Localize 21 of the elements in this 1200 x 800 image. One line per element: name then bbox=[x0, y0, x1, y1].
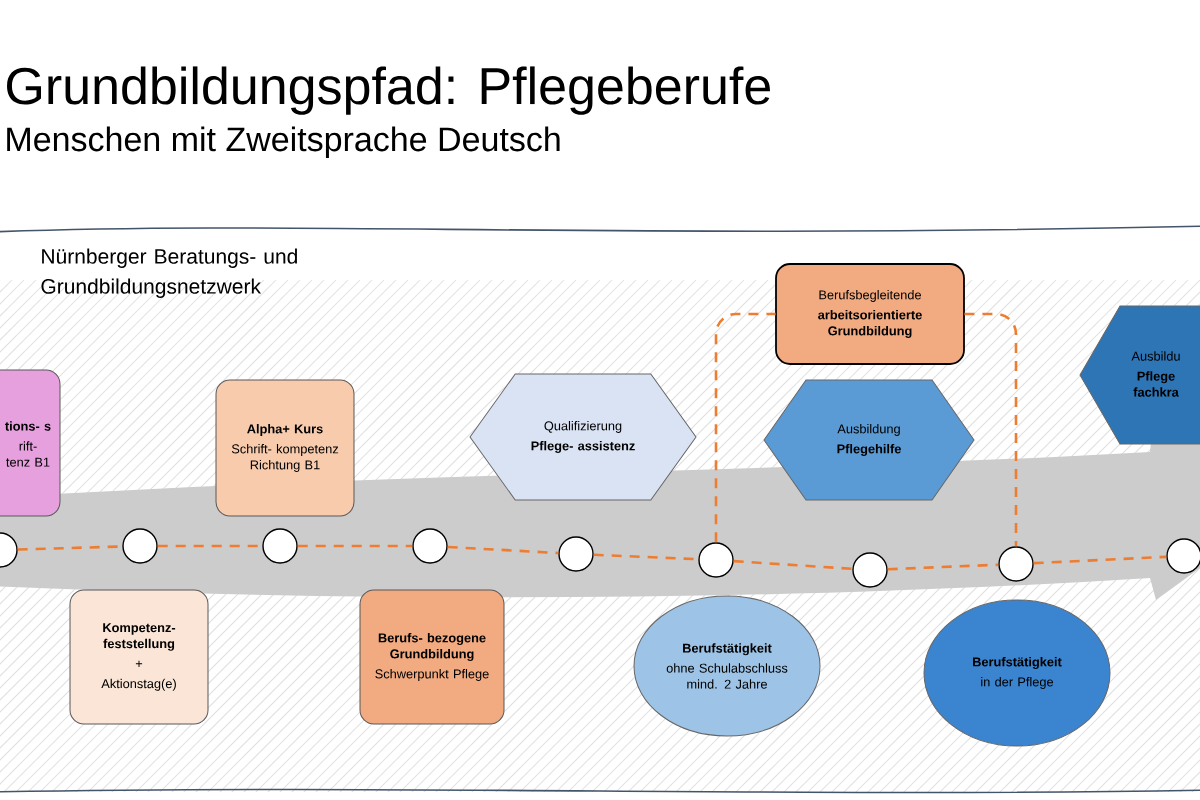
dashed-path bbox=[593, 553, 699, 561]
dashed-path bbox=[733, 559, 853, 571]
title: Grundbildungspfad: Pflegeberufe bbox=[7, 66, 770, 115]
path-circle bbox=[998, 546, 1034, 582]
path-circle bbox=[698, 542, 734, 578]
dashed-path bbox=[17, 545, 123, 551]
path-circle bbox=[122, 528, 158, 564]
path-circle bbox=[852, 552, 888, 588]
path-circle bbox=[412, 528, 448, 564]
dashed-path bbox=[714, 312, 776, 543]
path-circle bbox=[558, 536, 594, 572]
dashed-path bbox=[447, 545, 559, 555]
dashed-path bbox=[1033, 555, 1167, 565]
path-circle bbox=[1166, 538, 1200, 574]
subtitle: Menschen mit Zweitsprache Deutsch bbox=[7, 126, 560, 159]
dashed-path bbox=[297, 544, 413, 548]
dashed-path bbox=[157, 544, 263, 548]
network-label: Nürnberger Beratungs- und Grundbildungsnetzwerk bbox=[41, 248, 297, 298]
dashed-path bbox=[887, 563, 999, 571]
path-circle bbox=[262, 528, 298, 564]
dashed-path bbox=[964, 312, 1018, 547]
